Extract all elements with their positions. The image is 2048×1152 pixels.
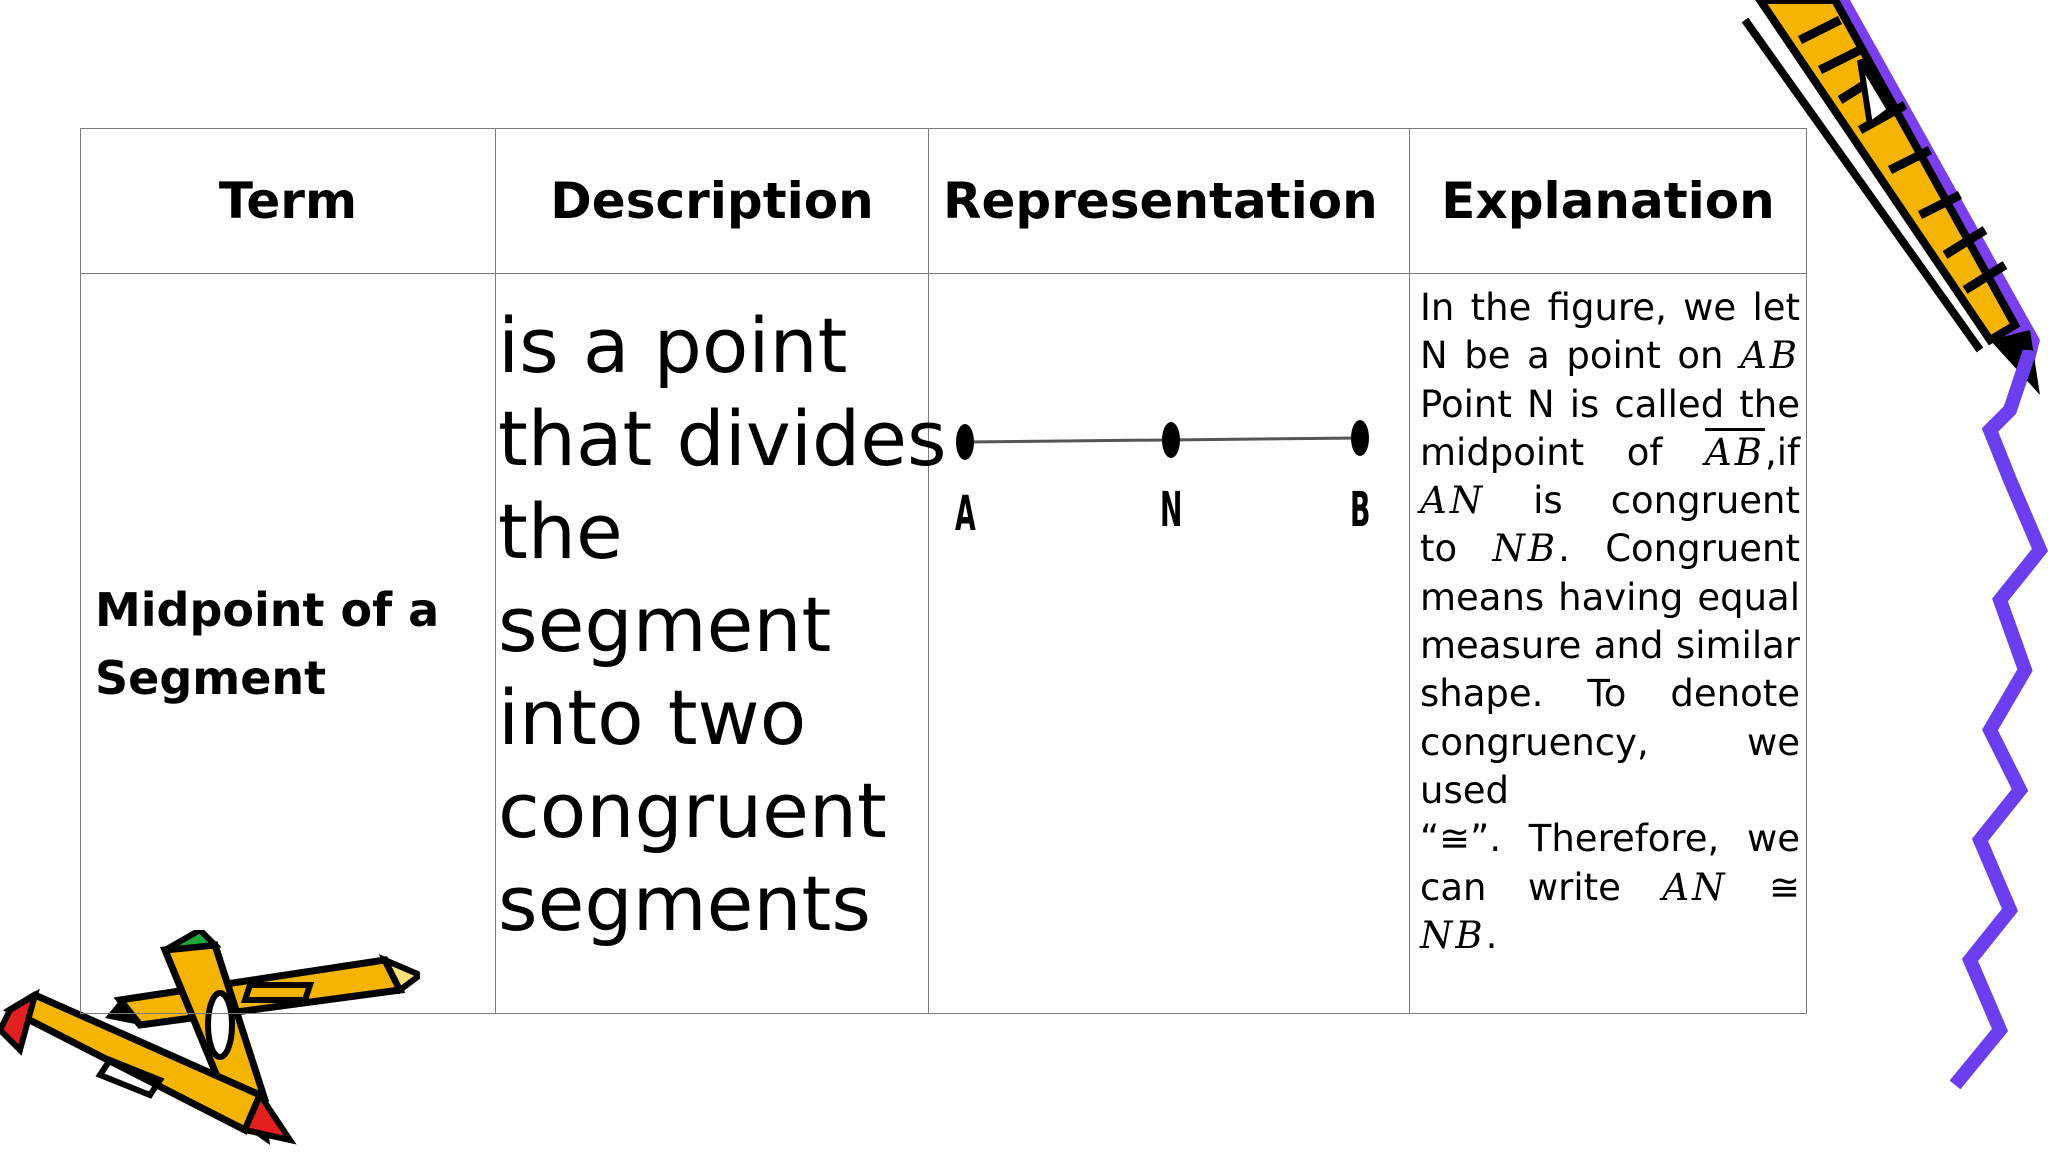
point-a-label: A	[955, 486, 976, 542]
header-explanation: Explanation	[1409, 128, 1807, 274]
header-description: Description	[495, 128, 929, 274]
description-line: segments	[498, 859, 871, 948]
explanation-line: “≅”. Therefore, we	[1420, 817, 1800, 861]
point-n-dot	[1162, 422, 1180, 458]
explanation-line: Point N is called the	[1420, 382, 1800, 426]
point-b-label: B	[1350, 482, 1371, 538]
description-line: into two	[498, 673, 807, 762]
table-row: Midpoint of a Segment is a point that di…	[80, 273, 1807, 1014]
explanation-line: midpoint of AB,if	[1420, 430, 1801, 474]
term-line-2: Segment	[95, 650, 327, 705]
header-row: Term Description Representation Explanat…	[80, 128, 1807, 274]
point-n-label: N	[1160, 482, 1183, 538]
description-line: the	[498, 487, 623, 576]
header-representation: Representation	[928, 128, 1410, 274]
description-cell: is a point that divides the segment into…	[495, 273, 947, 1014]
header-term: Term	[80, 128, 496, 274]
explanation-line: NB.	[1420, 913, 1498, 957]
segment-diagram	[956, 420, 1369, 460]
description-line: that divides	[498, 394, 947, 483]
explanation-line: congruency, we used	[1420, 720, 1800, 812]
explanation-line: In the figure, we let	[1420, 286, 1800, 329]
representation-cell: A N B	[928, 273, 1410, 1014]
point-b-dot	[1351, 420, 1369, 456]
explanation-line: AN is congruent	[1420, 479, 1800, 523]
explanation-line: can write AN ≅	[1420, 865, 1801, 909]
explanation-line: to NB. Congruent	[1420, 527, 1800, 571]
description-line: segment	[498, 580, 832, 669]
explanation-cell: In the figure, we let N be a point on AB…	[1409, 273, 1807, 1014]
explanation-line: measure and similar	[1420, 624, 1800, 668]
explanation-line: means having equal	[1420, 575, 1800, 619]
term-line-1: Midpoint of a	[95, 582, 440, 637]
description-text: is a point that divides the segment into…	[496, 299, 947, 950]
definition-table: Term Description Representation Explanat…	[80, 128, 1807, 1014]
explanation-line: N be a point on AB	[1420, 334, 1800, 378]
description-line: is a point	[498, 301, 848, 390]
point-a-dot	[956, 424, 974, 460]
description-line: congruent	[498, 766, 887, 855]
explanation-text: In the figure, we let N be a point on AB…	[1410, 274, 1800, 960]
pencil-clipart-icon	[1741, 0, 2040, 395]
term-cell: Midpoint of a Segment	[80, 273, 496, 1014]
explanation-line: shape. To denote	[1420, 672, 1800, 716]
scribble-decoration-icon	[1950, 350, 2048, 1090]
